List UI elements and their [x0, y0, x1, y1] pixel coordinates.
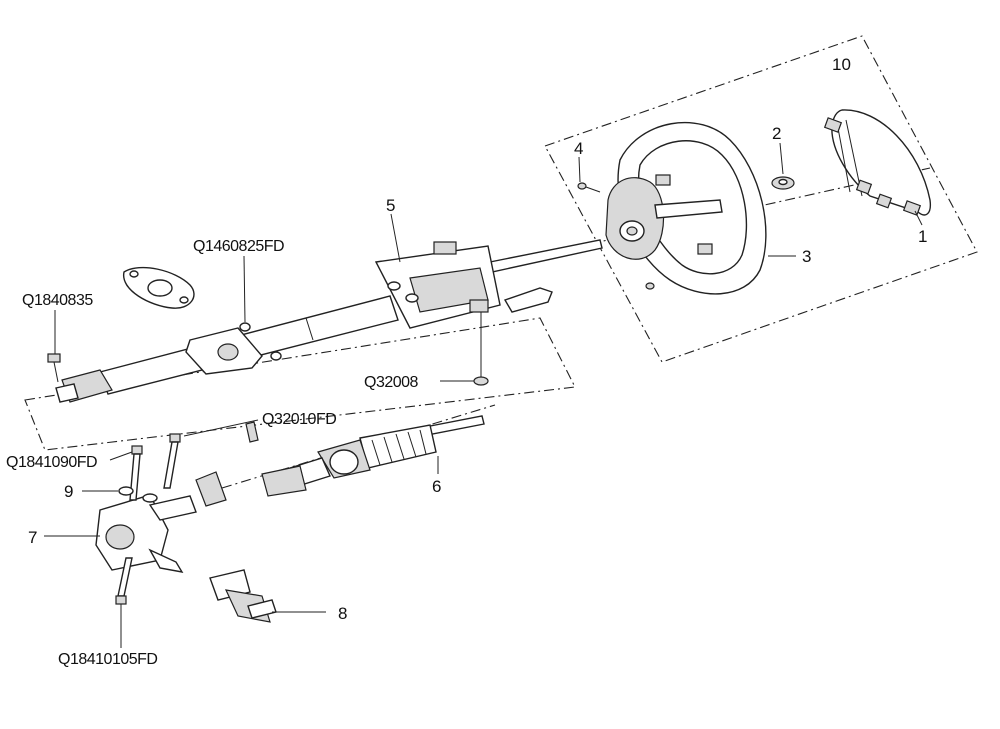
- intermediate-shaft: [261, 415, 485, 497]
- label-7: 7: [28, 528, 37, 547]
- label-5: 5: [386, 196, 395, 215]
- bolts-q1841090fd: [129, 433, 181, 501]
- label-6: 6: [432, 477, 441, 496]
- flange-gasket: [123, 266, 195, 309]
- leader-q32008: [440, 312, 482, 382]
- label-q32010fd: Q32010FD: [262, 411, 336, 428]
- column-group-boundary: [24, 317, 576, 451]
- wheel-group-boundary: [544, 35, 978, 363]
- label-4: 4: [574, 139, 583, 158]
- bolt-q18410105fd: [115, 557, 133, 605]
- column-joint-housing: [95, 471, 227, 573]
- airbag-module: [823, 109, 932, 216]
- screw-part-4: [577, 182, 655, 290]
- bolt-q1840835: [47, 353, 61, 383]
- leader-1: [914, 210, 923, 226]
- leader-q32010fd: [183, 419, 259, 437]
- leader-q1460825fd: [243, 255, 246, 323]
- nut-q32008: [473, 376, 489, 386]
- label-q1840835: Q1840835: [22, 292, 93, 309]
- leader-2: [779, 142, 784, 175]
- label-q32008: Q32008: [364, 374, 419, 391]
- label-2: 2: [772, 124, 781, 143]
- bolt-q32010fd: [245, 421, 259, 443]
- label-1: 1: [918, 227, 927, 246]
- label-q1460825fd: Q1460825FD: [193, 238, 284, 255]
- label-9: 9: [64, 482, 73, 501]
- washers-part-9: [118, 486, 158, 503]
- label-10: 10: [832, 55, 851, 74]
- nut-part-2: [771, 176, 795, 190]
- label-q1841090fd: Q1841090FD: [6, 454, 97, 471]
- universal-joint: [209, 569, 277, 623]
- leader-q1841090fd: [109, 451, 133, 461]
- label-3: 3: [802, 247, 811, 266]
- steering-wheel: [605, 121, 767, 295]
- steering-column: [55, 239, 603, 403]
- leader-5: [390, 213, 401, 263]
- leader-4: [578, 156, 581, 183]
- label-q18410105fd: Q18410105FD: [58, 651, 157, 668]
- label-8: 8: [338, 604, 347, 623]
